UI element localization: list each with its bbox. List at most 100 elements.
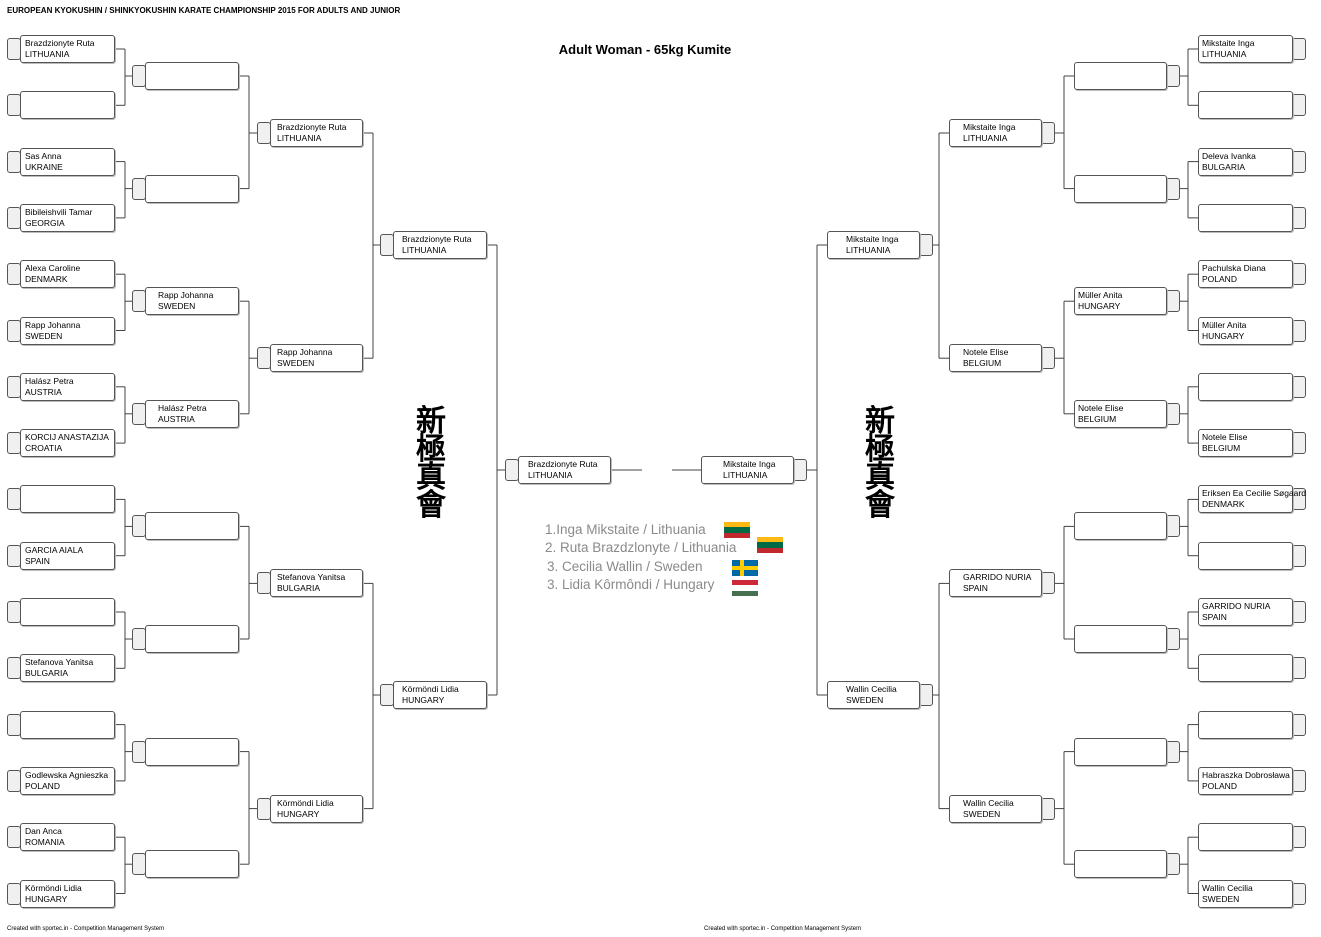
score-tab[interactable] bbox=[1292, 263, 1306, 286]
score-tab[interactable] bbox=[1292, 882, 1306, 905]
competitor-slot[interactable] bbox=[1074, 174, 1167, 203]
score-tab[interactable] bbox=[7, 657, 21, 680]
score-tab[interactable] bbox=[380, 684, 394, 706]
score-tab[interactable] bbox=[1292, 601, 1306, 623]
score-tab[interactable] bbox=[7, 263, 21, 286]
score-tab[interactable] bbox=[132, 515, 146, 538]
score-tab[interactable] bbox=[793, 459, 807, 481]
score-tab[interactable] bbox=[132, 628, 146, 650]
competitor-slot[interactable] bbox=[1198, 710, 1293, 739]
score-tab[interactable] bbox=[1166, 177, 1180, 200]
score-tab[interactable] bbox=[1166, 853, 1180, 876]
score-tab[interactable] bbox=[1166, 628, 1180, 650]
score-tab[interactable] bbox=[1292, 713, 1306, 736]
score-tab[interactable] bbox=[1292, 769, 1306, 792]
score-tab[interactable] bbox=[1041, 122, 1055, 144]
competitor-slot[interactable] bbox=[20, 710, 115, 739]
competitor-slot[interactable] bbox=[145, 850, 239, 879]
score-tab[interactable] bbox=[132, 177, 146, 200]
competitor-slot[interactable] bbox=[20, 91, 115, 120]
score-tab[interactable] bbox=[1166, 515, 1180, 538]
score-tab[interactable] bbox=[132, 290, 146, 313]
score-tab[interactable] bbox=[1292, 206, 1306, 229]
score-tab[interactable] bbox=[1166, 65, 1180, 87]
score-tab[interactable] bbox=[1292, 432, 1306, 455]
score-tab[interactable] bbox=[7, 769, 21, 792]
score-tab[interactable] bbox=[1292, 94, 1306, 117]
score-tab[interactable] bbox=[132, 740, 146, 763]
score-tab[interactable] bbox=[7, 319, 21, 342]
competitor-slot[interactable] bbox=[145, 174, 239, 203]
score-tab[interactable] bbox=[7, 38, 21, 60]
score-tab[interactable] bbox=[1041, 347, 1055, 370]
competitor-slot[interactable] bbox=[1198, 823, 1293, 852]
score-tab[interactable] bbox=[257, 572, 271, 595]
competitor-slot[interactable] bbox=[1198, 372, 1293, 401]
score-tab[interactable] bbox=[257, 797, 271, 820]
score-tab[interactable] bbox=[7, 882, 21, 905]
score-tab[interactable] bbox=[1292, 319, 1306, 342]
competitor-slot[interactable] bbox=[1198, 654, 1293, 683]
competitor-slot[interactable] bbox=[20, 485, 115, 514]
score-tab[interactable] bbox=[7, 601, 21, 623]
competitor-slot[interactable] bbox=[1074, 625, 1167, 653]
competitor-slot[interactable] bbox=[1198, 203, 1293, 232]
score-tab[interactable] bbox=[7, 544, 21, 567]
competitor-slot[interactable] bbox=[1074, 62, 1167, 90]
competitor-slot[interactable] bbox=[145, 625, 239, 653]
score-tab[interactable] bbox=[1292, 375, 1306, 398]
score-tab[interactable] bbox=[380, 234, 394, 256]
score-tab[interactable] bbox=[1292, 544, 1306, 567]
competitor-slot[interactable] bbox=[1074, 737, 1167, 766]
score-tab[interactable] bbox=[1166, 740, 1180, 763]
score-tab[interactable] bbox=[7, 488, 21, 511]
score-tab[interactable] bbox=[1292, 826, 1306, 849]
score-tab[interactable] bbox=[7, 150, 21, 173]
score-tab[interactable] bbox=[505, 459, 519, 481]
competitor-slot[interactable] bbox=[1074, 850, 1167, 879]
score-tab[interactable] bbox=[132, 65, 146, 87]
score-tab[interactable] bbox=[7, 206, 21, 229]
score-tab[interactable] bbox=[1292, 38, 1306, 60]
score-tab[interactable] bbox=[132, 402, 146, 425]
score-tab[interactable] bbox=[132, 853, 146, 876]
score-tab[interactable] bbox=[1041, 572, 1055, 595]
competitor-slot[interactable] bbox=[145, 512, 239, 541]
score-tab[interactable] bbox=[919, 234, 933, 256]
score-tab[interactable] bbox=[7, 713, 21, 736]
competitor-slot[interactable] bbox=[145, 62, 239, 90]
competitor-slot[interactable] bbox=[145, 737, 239, 766]
score-tab[interactable] bbox=[257, 122, 271, 144]
